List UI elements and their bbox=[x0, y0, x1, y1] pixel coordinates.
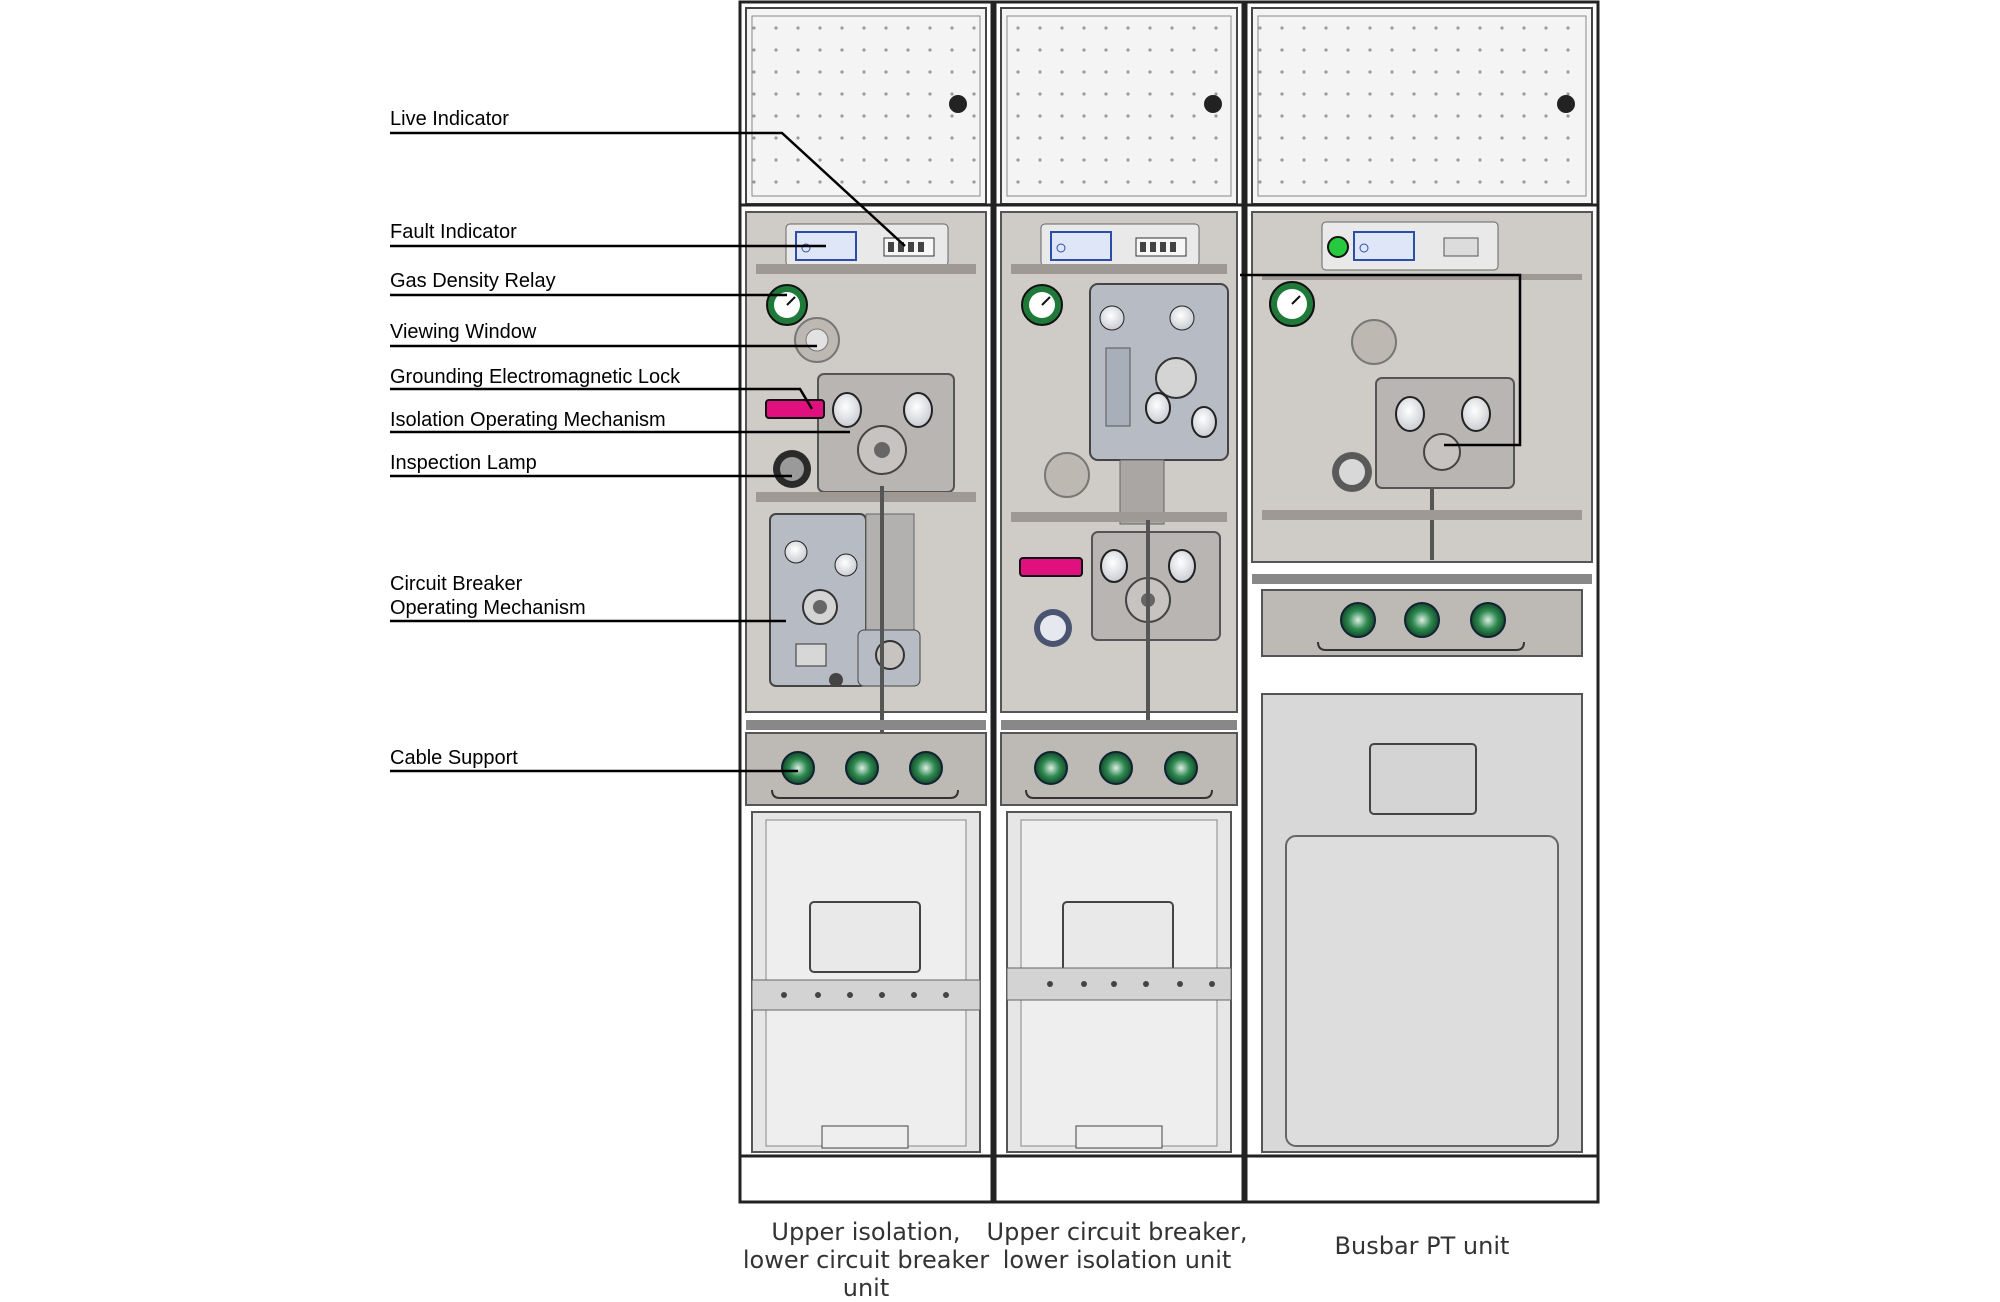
cabinet-upper-isolation-lower-cb bbox=[738, 0, 994, 1204]
callout-gas-density-relay: Gas Density Relay bbox=[390, 270, 556, 292]
gas-density-relay-gauge bbox=[1269, 281, 1315, 327]
isolation-operating-mechanism bbox=[1375, 377, 1515, 489]
status-led bbox=[1327, 236, 1349, 258]
grounding-electromagnetic-lock bbox=[765, 399, 825, 419]
live-indicator-lamps bbox=[1135, 237, 1187, 257]
callout-inspection-lamp: Inspection Lamp bbox=[390, 452, 537, 474]
circuit-breaker-operating-mechanism bbox=[1089, 283, 1229, 461]
leader-live-indicator bbox=[390, 131, 906, 247]
fault-indicator-display bbox=[1050, 231, 1112, 261]
viewing-window bbox=[1044, 452, 1090, 498]
door-lock-icon bbox=[1557, 95, 1575, 113]
unit-label-3: Busbar PT unit bbox=[1334, 1232, 1510, 1260]
busbar-bushings bbox=[1340, 602, 1506, 638]
viewing-window bbox=[794, 317, 840, 363]
live-indicator-lamps bbox=[883, 237, 935, 257]
leader-grounding-lock bbox=[390, 387, 814, 410]
leader-lines bbox=[390, 131, 1522, 773]
door-lock-icon bbox=[949, 95, 967, 113]
inspection-lamp bbox=[773, 450, 811, 488]
circuit-breaker-operating-mechanism bbox=[769, 513, 921, 687]
unit-label-2: Upper circuit breaker, lower isolation u… bbox=[986, 1218, 1248, 1274]
inspection-lamp bbox=[1034, 609, 1072, 647]
unit-label-1: Upper isolation, lower circuit breaker u… bbox=[742, 1218, 990, 1302]
gas-density-relay-gauge bbox=[766, 284, 808, 326]
callout-viewing-window: Viewing Window bbox=[390, 321, 537, 343]
cable-support-bushings bbox=[1034, 751, 1198, 785]
viewing-window bbox=[1351, 319, 1397, 365]
callout-isolation-mechanism: Isolation Operating Mechanism bbox=[390, 409, 666, 431]
callout-cb-mechanism: Circuit Breaker Operating Mechanism bbox=[390, 573, 586, 619]
cabinet-upper-cb-lower-isolation bbox=[993, 0, 1245, 1204]
callout-live-indicator: Live Indicator bbox=[390, 108, 509, 130]
callout-grounding-lock: Grounding Electromagnetic Lock bbox=[390, 366, 681, 388]
cable-support-bushings bbox=[781, 751, 943, 785]
cabinet-busbar-pt bbox=[1244, 0, 1600, 1204]
gas-density-relay-gauge bbox=[1021, 284, 1063, 326]
leader-pt-relay bbox=[1240, 273, 1522, 447]
isolation-operating-mechanism bbox=[817, 373, 955, 493]
inspection-lamp bbox=[1332, 452, 1372, 492]
fault-indicator-display bbox=[1353, 231, 1415, 261]
grounding-electromagnetic-lock bbox=[1019, 557, 1083, 577]
isolation-operating-mechanism bbox=[1091, 531, 1221, 641]
callout-fault-indicator: Fault Indicator bbox=[390, 221, 517, 243]
callout-cable-support: Cable Support bbox=[390, 747, 518, 769]
door-lock-icon bbox=[1204, 95, 1222, 113]
